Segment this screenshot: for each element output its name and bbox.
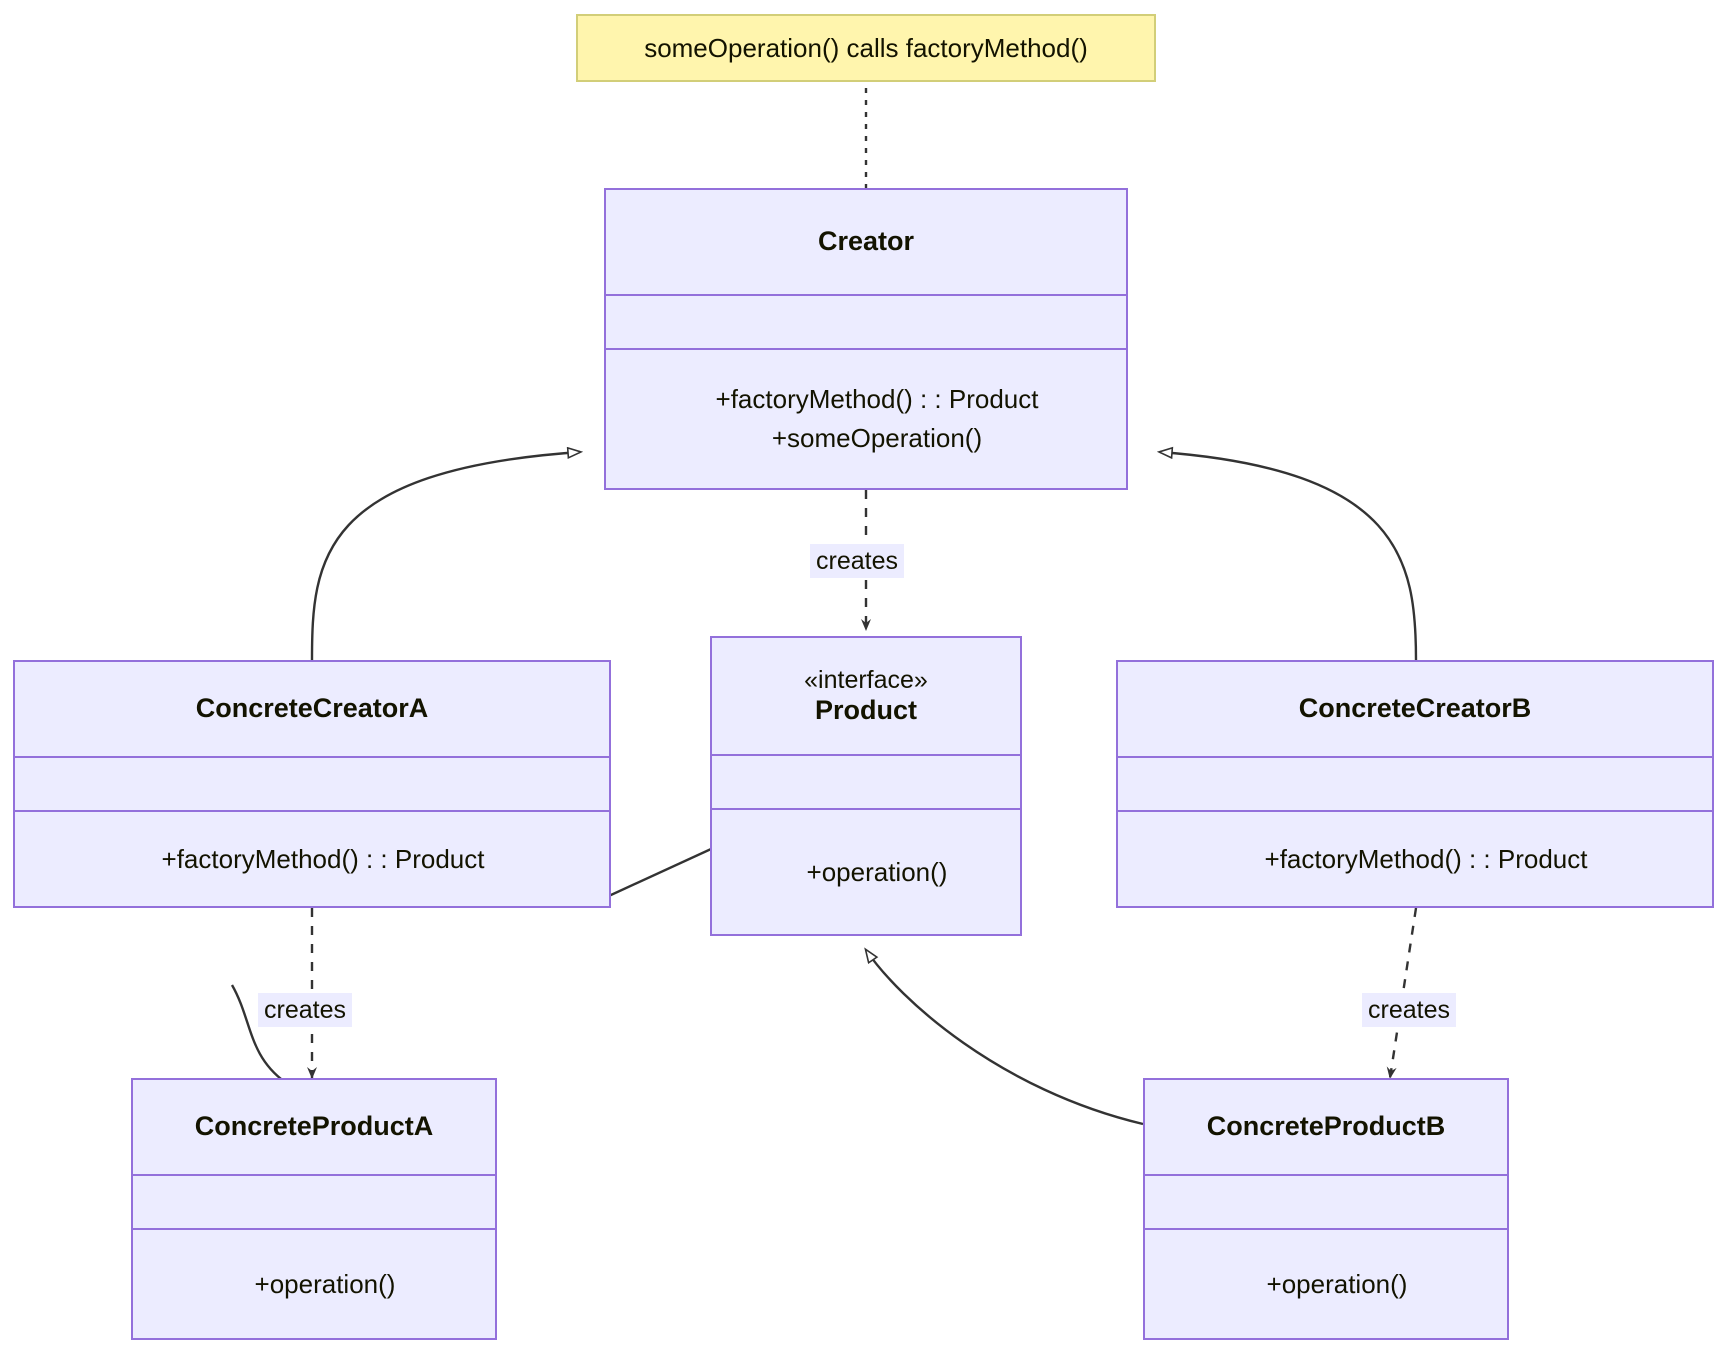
concrete-product-b-attributes-compartment [1145,1176,1507,1230]
creator-title-compartment: Creator [606,190,1126,296]
product-stereotype: «interface» [804,666,928,695]
edge-concrete-creator-b-to-creator [1160,452,1418,661]
concrete-creator-a-title-compartment: ConcreteCreatorA [15,662,609,758]
product-methods-compartment: +operation() [712,810,1020,934]
concrete-product-b-class-name: ConcreteProductB [1206,1111,1446,1142]
product-class-name: Product [814,694,917,725]
edge-label-creates-left: creates [258,993,352,1027]
product-method-0: +operation() [806,856,948,887]
concrete-creator-b-attributes-compartment [1118,758,1712,812]
concrete-product-a-title-compartment: ConcreteProductA [133,1080,495,1176]
creator-attributes-compartment [606,296,1126,350]
class-node-concrete-product-a[interactable]: ConcreteProductA +operation() [131,1078,497,1340]
concrete-creator-a-class-name: ConcreteCreatorA [195,693,429,724]
concrete-creator-a-method-0: +factoryMethod() : : Product [161,843,485,874]
concrete-creator-b-methods-compartment: +factoryMethod() : : Product [1118,812,1712,906]
concrete-creator-b-class-name: ConcreteCreatorB [1298,693,1532,724]
concrete-product-a-class-name: ConcreteProductA [194,1111,434,1142]
creator-method-0: +factoryMethod() : : Product [715,384,1039,414]
concrete-product-a-methods-compartment: +operation() [133,1230,495,1338]
product-title-compartment: «interface» Product [712,638,1020,756]
creator-methods-compartment: +factoryMethod() : : Product +someOperat… [606,350,1126,488]
edge-concrete-product-b-to-product [866,950,1144,1126]
edge-concrete-creator-a-to-creator [310,452,580,661]
class-node-concrete-creator-a[interactable]: ConcreteCreatorA +factoryMethod() : : Pr… [13,660,611,908]
concrete-creator-a-methods-compartment: +factoryMethod() : : Product [15,812,609,906]
creator-method-1: +someOperation() [771,423,983,453]
note-some-operation-calls-factory-method: someOperation() calls factoryMethod() [576,14,1156,82]
product-attributes-compartment [712,756,1020,810]
concrete-creator-a-attributes-compartment [15,758,609,812]
concrete-creator-b-title-compartment: ConcreteCreatorB [1118,662,1712,758]
class-node-concrete-creator-b[interactable]: ConcreteCreatorB +factoryMethod() : : Pr… [1116,660,1714,908]
class-node-creator[interactable]: Creator +factoryMethod() : : Product +so… [604,188,1128,490]
creator-class-name: Creator [817,226,915,257]
concrete-product-b-method-0: +operation() [1266,1268,1408,1299]
concrete-creator-b-method-0: +factoryMethod() : : Product [1264,843,1588,874]
class-node-concrete-product-b[interactable]: ConcreteProductB +operation() [1143,1078,1509,1340]
concrete-product-a-method-0: +operation() [254,1268,396,1299]
concrete-product-b-title-compartment: ConcreteProductB [1145,1080,1507,1176]
class-node-product[interactable]: «interface» Product +operation() [710,636,1022,936]
edge-label-creates-center: creates [810,544,904,578]
edge-label-creates-right: creates [1362,993,1456,1027]
note-text: someOperation() calls factoryMethod() [644,32,1088,63]
concrete-product-a-attributes-compartment [133,1176,495,1230]
concrete-product-b-methods-compartment: +operation() [1145,1230,1507,1338]
